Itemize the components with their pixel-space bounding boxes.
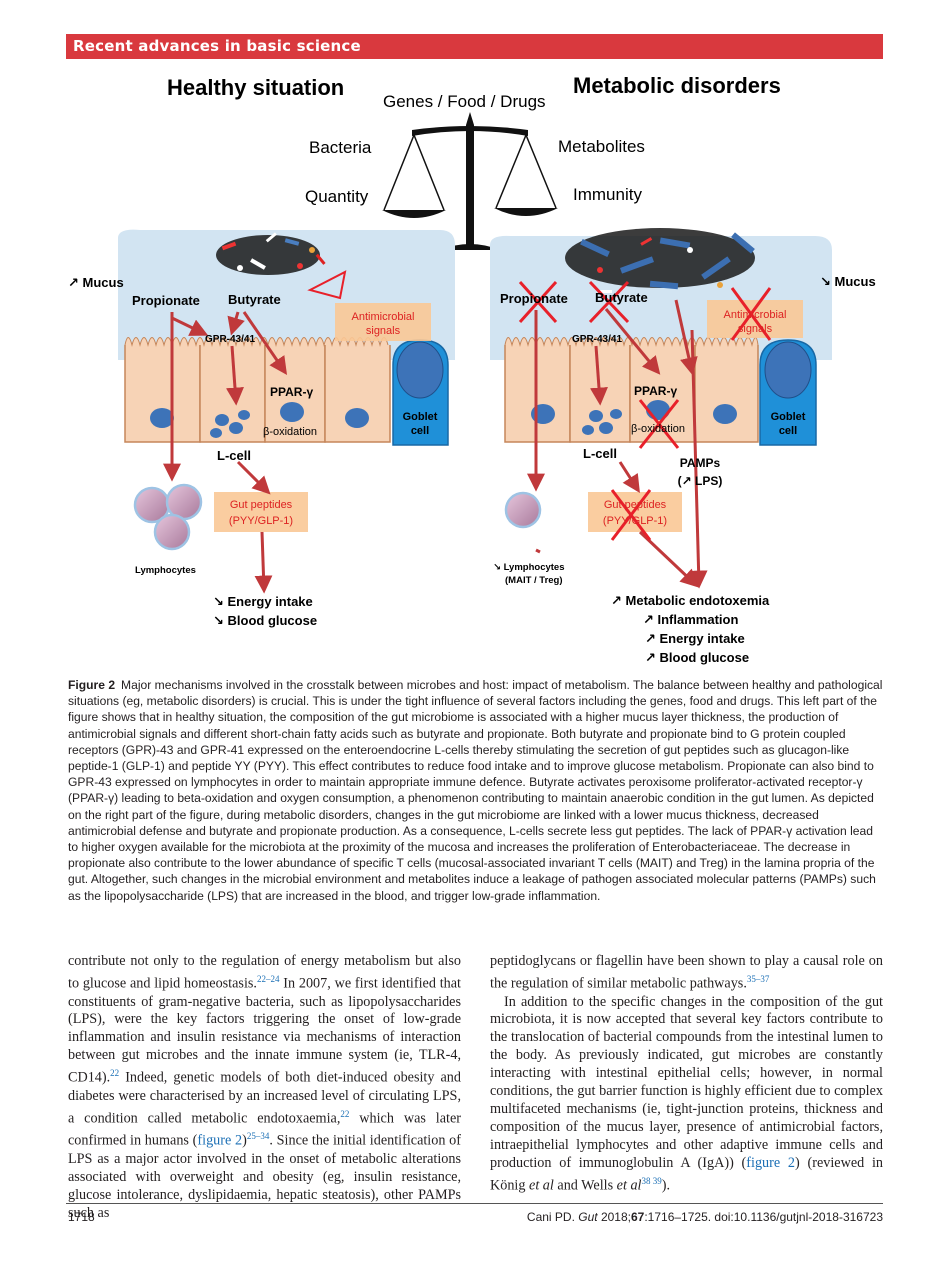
reference-link[interactable]: 38 39 <box>641 1175 662 1186</box>
body-text: ). <box>661 1177 671 1194</box>
right-antimicrobial-label-2: signals <box>738 323 773 335</box>
left-lcell-label: L-cell <box>217 448 251 463</box>
left-antimicrobial-label-1: Antimicrobial <box>352 311 415 323</box>
right-outcome-glucose: ↗ Blood glucose <box>645 650 749 665</box>
footer-rule <box>66 1203 883 1204</box>
body-text: peptidoglycans or flagellin have been sh… <box>490 953 883 992</box>
left-propionate-label: Propionate <box>132 293 200 308</box>
figure-link[interactable]: figure 2 <box>746 1154 796 1171</box>
section-banner: Recent advances in basic science <box>66 34 883 59</box>
right-mucus-label: ↘ Mucus <box>820 274 876 289</box>
left-peptides-label-1: Gut peptides <box>230 499 293 511</box>
right-peptides-label-1: Gut peptides <box>604 499 667 511</box>
left-butyrate-label: Butyrate <box>228 292 281 307</box>
right-lymphocytes-label-2: (MAIT / Treg) <box>505 575 563 586</box>
left-boxidation-label: β-oxidation <box>263 426 317 438</box>
left-goblet-label-1: Goblet <box>403 411 438 423</box>
lymphocytes-right <box>504 491 542 529</box>
right-pamps-label-2: (↗ LPS) <box>678 474 723 488</box>
reference-link[interactable]: 35–37 <box>746 973 770 984</box>
page-number: 1718 <box>68 1210 95 1224</box>
body-text: contribute not only to the regulation of… <box>68 953 461 992</box>
right-outcome-endotoxemia: ↗ Metabolic endotoxemia <box>611 593 770 608</box>
lymphocytes-left <box>133 483 203 551</box>
body-text: which was later confirmed in humans ( <box>68 1110 461 1150</box>
arrows-left <box>163 311 288 594</box>
antimicrobial-box-left <box>335 303 431 341</box>
figure-2-diagram: Healthy situation Metabolic disorders Ge… <box>68 73 876 665</box>
left-goblet-label-2: cell <box>411 425 429 437</box>
body-text: In 2007, we first identified that consti… <box>68 975 461 1086</box>
et-al: et al <box>529 1177 554 1194</box>
right-outcome-inflammation: ↗ Inflammation <box>643 612 738 627</box>
left-antimicrobial-label-2: signals <box>366 325 401 337</box>
body-column-right: peptidoglycans or flagellin have been sh… <box>490 953 883 1195</box>
epithelium-left <box>124 337 449 446</box>
left-lymphocytes-label: Lymphocytes <box>135 565 196 576</box>
citation: Cani PD. Gut 2018;67:1716–1725. doi:10.1… <box>526 1210 883 1224</box>
right-propionate-label: Propionate <box>500 291 568 306</box>
body-text: and Wells <box>553 1177 617 1194</box>
reference-link[interactable]: 25–34 <box>246 1131 270 1142</box>
inhibition-x-marks <box>518 280 772 541</box>
body-column-left: contribute not only to the regulation of… <box>68 953 461 1223</box>
reference-link[interactable]: 22–24 <box>256 973 280 984</box>
body-text: Indeed, genetic models of both diet-indu… <box>68 1069 461 1127</box>
right-peptides-label-2: (PYY/GLP-1) <box>603 515 667 527</box>
right-lymphocytes-label-1: ↘ Lymphocytes <box>493 562 565 573</box>
right-boxidation-label: β-oxidation <box>631 423 685 435</box>
microbiota-cluster-right <box>565 228 755 293</box>
body-text: . Since the initial identification of LP… <box>68 1133 461 1221</box>
body-text: ) (reviewed in König <box>490 1154 883 1194</box>
caption-text: Major mechanisms involved in the crossta… <box>68 678 883 903</box>
left-receptor-label: GPR-43/41 <box>205 334 255 345</box>
figure-link[interactable]: figure 2 <box>197 1133 243 1150</box>
peptides-box-left <box>214 492 308 532</box>
title-metabolic: Metabolic disorders <box>573 73 781 98</box>
title-healthy: Healthy situation <box>167 75 344 100</box>
body-text: In addition to the specific changes in t… <box>490 993 883 1171</box>
right-receptor-label: GPR-43/41 <box>572 334 622 345</box>
right-antimicrobial-label-1: Antimicrobial <box>724 309 787 321</box>
balance-scale-icon <box>382 112 558 250</box>
et-al: et al <box>616 1177 642 1194</box>
caption-label: Figure 2 <box>68 678 116 692</box>
body-text: ) <box>242 1133 247 1150</box>
left-peptides-label-2: (PYY/GLP-1) <box>229 515 293 527</box>
right-outcome-energy: ↗ Energy intake <box>645 631 745 646</box>
right-butyrate-label: Butyrate <box>595 290 648 305</box>
reference-link[interactable]: 22 <box>110 1068 120 1079</box>
scale-top-label: Genes / Food / Drugs <box>383 92 546 111</box>
right-ppar-label: PPAR-γ <box>634 384 677 398</box>
scale-label-metabolites: Metabolites <box>558 137 645 156</box>
scale-label-immunity: Immunity <box>573 185 642 204</box>
scale-label-quantity: Quantity <box>305 187 369 206</box>
scale-label-bacteria: Bacteria <box>309 138 372 157</box>
left-ppar-label: PPAR-γ <box>270 385 313 399</box>
oxygen-icon <box>307 270 347 300</box>
arrows-right <box>527 299 708 589</box>
right-goblet-label-1: Goblet <box>771 411 806 423</box>
right-pamps-label-1: PAMPs <box>680 456 721 470</box>
reference-link[interactable]: 22 <box>340 1108 350 1119</box>
left-mucus-label: ↗ Mucus <box>68 275 124 290</box>
microbiota-cluster-left <box>216 232 326 275</box>
left-outcome-glucose: ↘ Blood glucose <box>213 613 317 628</box>
right-goblet-label-2: cell <box>779 425 797 437</box>
left-outcome-energy: ↘ Energy intake <box>213 594 313 609</box>
right-lcell-label: L-cell <box>583 446 617 461</box>
